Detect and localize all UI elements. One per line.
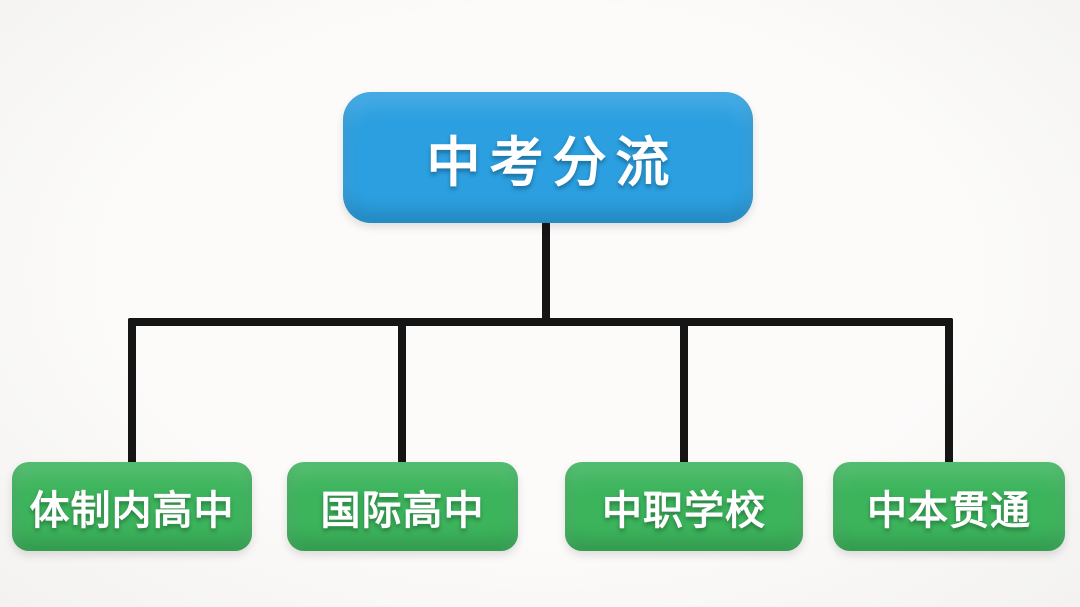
root-node-zhongkao-fenliu: 中考分流 [343, 92, 753, 223]
connector-branch-1 [128, 318, 136, 466]
connector-branch-3 [680, 318, 688, 466]
root-node-label: 中考分流 [426, 131, 679, 194]
child-node-label: 中本贯通 [867, 487, 1031, 534]
connector-horizontal-rail [128, 318, 953, 326]
connector-root-stem [542, 222, 550, 326]
child-node-label: 体制内高中 [29, 487, 235, 534]
child-node-zhongben-guantong: 中本贯通 [833, 462, 1065, 551]
child-node-label: 国际高中 [320, 487, 485, 534]
child-node-tizhinei-gaozhong: 体制内高中 [12, 462, 252, 551]
child-node-guoji-gaozhong: 国际高中 [287, 462, 518, 551]
child-node-label: 中职学校 [602, 487, 766, 534]
connector-branch-2 [398, 318, 406, 465]
child-node-zhongzhi-xuexiao: 中职学校 [565, 462, 803, 551]
connector-branch-4 [945, 318, 953, 465]
